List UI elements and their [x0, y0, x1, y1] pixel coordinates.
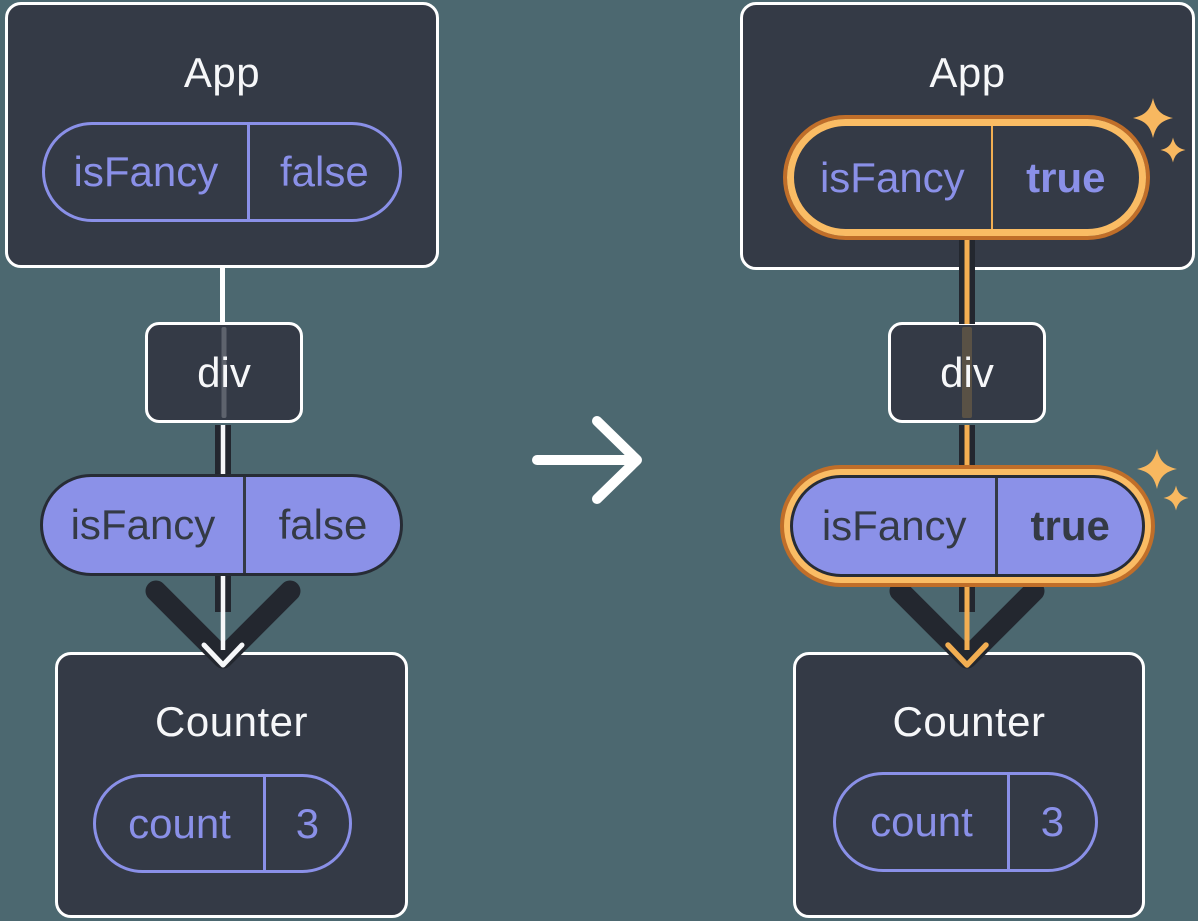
right-counter-state-pill: count 3 — [833, 772, 1098, 872]
left-div-label: div — [197, 348, 251, 396]
prop-value: false — [280, 148, 369, 195]
left-app-title: App — [183, 49, 261, 96]
transition-arrow-icon — [592, 416, 642, 504]
right-counter-title: Counter — [892, 698, 1046, 745]
left-app-prop-pill: isFancy false — [42, 122, 402, 222]
pill-divider — [246, 125, 250, 219]
pill-divider — [990, 126, 993, 229]
state-name: count — [870, 798, 973, 845]
pill-divider — [1006, 775, 1010, 869]
left-counter-state-pill: count 3 — [93, 774, 352, 873]
prop-name: isFancy — [821, 502, 967, 549]
left-prop-flow-chevron-icon — [145, 580, 301, 669]
prop-passthrough-line — [962, 327, 972, 418]
prop-passthrough-line — [221, 327, 227, 418]
prop-value: true — [1030, 502, 1110, 549]
prop-name: isFancy — [73, 148, 219, 195]
left-div-box: div — [145, 322, 303, 423]
pill-divider — [262, 777, 266, 870]
state-value: 3 — [295, 799, 320, 847]
right-app-prop-pill-highlighted: isFancy true — [787, 119, 1146, 236]
left-counter-title: Counter — [155, 698, 308, 745]
pill-divider — [995, 478, 999, 574]
state-name: count — [128, 799, 231, 847]
prop-value: false — [278, 501, 368, 548]
pill-divider — [242, 477, 246, 573]
sparkle-icon — [1163, 485, 1189, 511]
left-passed-prop-pill: isFancy false — [40, 474, 403, 576]
sparkle-icon — [1137, 449, 1177, 489]
right-prop-flow-chevron-icon — [889, 580, 1045, 669]
right-passed-prop-pill-highlighted: isFancy true — [790, 475, 1145, 577]
right-app-title: App — [929, 49, 1006, 96]
prop-name: isFancy — [819, 153, 965, 201]
right-div-box: div — [888, 322, 1046, 423]
right-div-label: div — [940, 348, 994, 396]
prop-name: isFancy — [70, 501, 216, 548]
prop-value: true — [1026, 153, 1106, 201]
state-value: 3 — [1040, 798, 1065, 845]
